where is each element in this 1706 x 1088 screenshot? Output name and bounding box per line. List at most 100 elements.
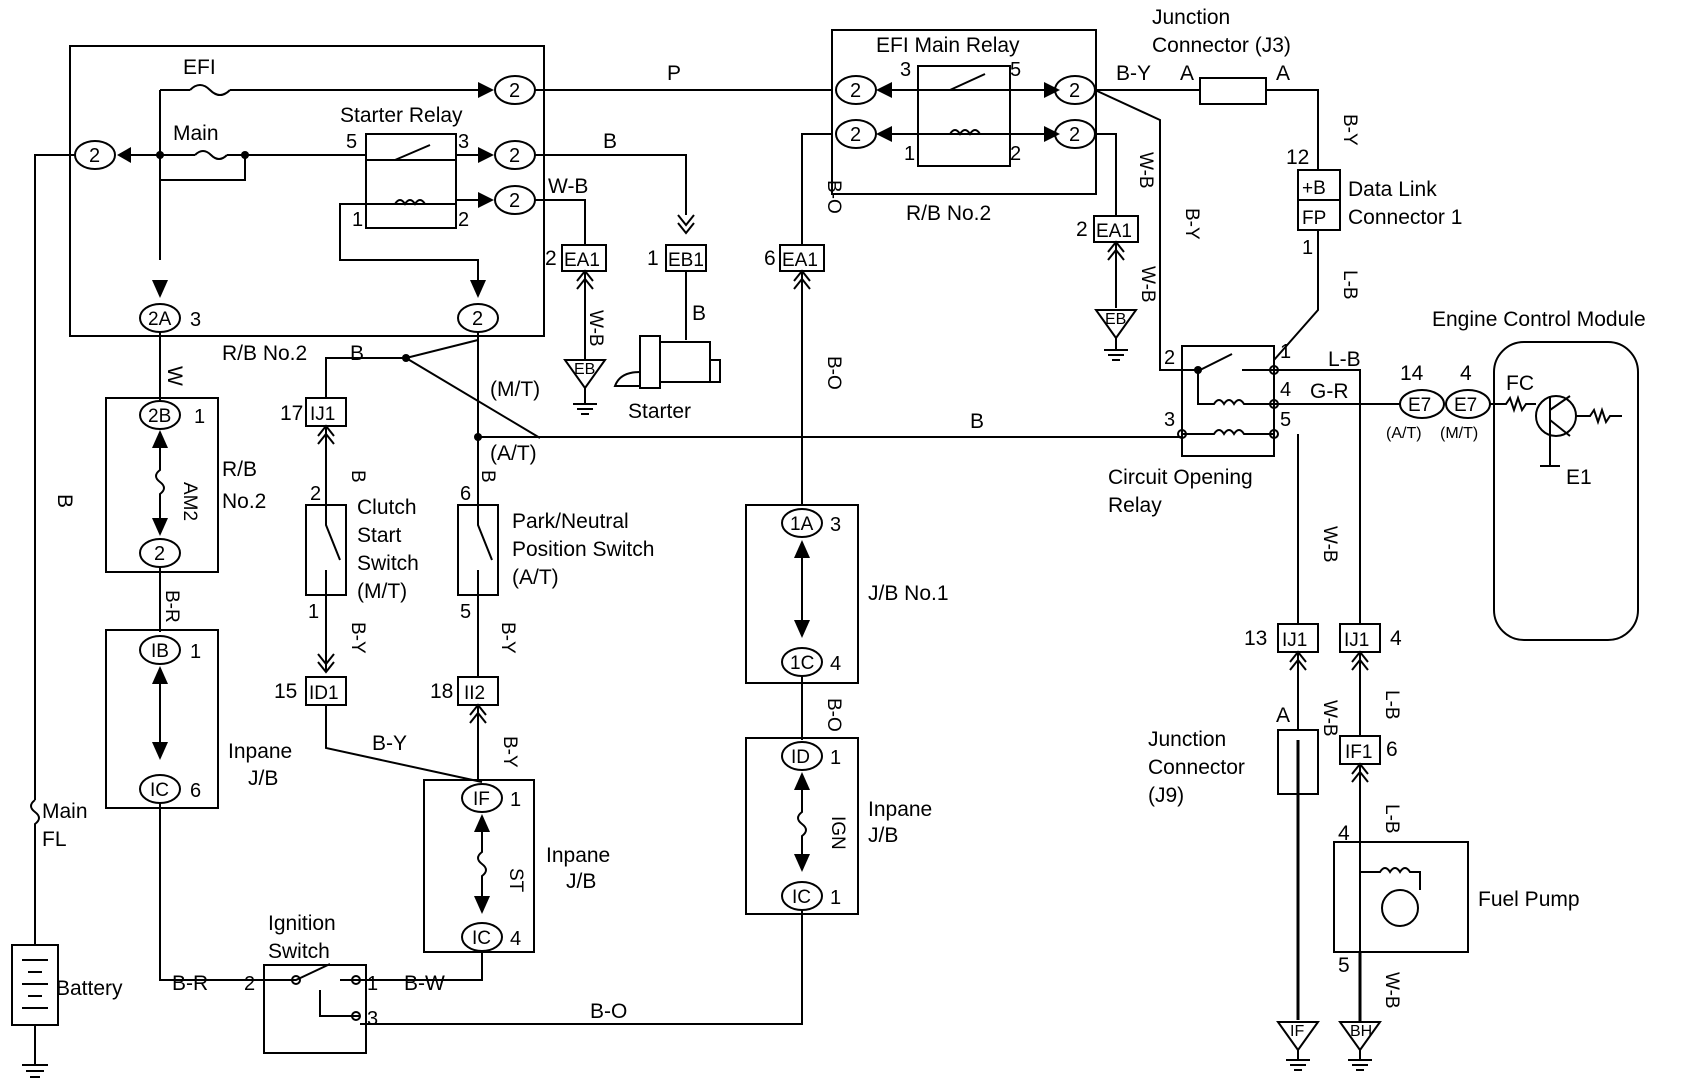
svg-text:EB: EB [574, 361, 595, 378]
svg-text:IF: IF [1290, 1023, 1304, 1040]
svg-text:ID: ID [791, 747, 810, 768]
svg-text:AM2: AM2 [179, 482, 200, 521]
svg-text:IJ1: IJ1 [310, 404, 335, 425]
svg-text:IC: IC [472, 928, 491, 949]
svg-text:+B: +B [1302, 178, 1326, 199]
svg-text:Connector: Connector [1148, 756, 1245, 779]
svg-text:1: 1 [1280, 341, 1291, 363]
connector-2b [139, 400, 181, 430]
svg-text:B-R: B-R [161, 590, 182, 623]
svg-text:Relay: Relay [1108, 494, 1162, 517]
svg-text:2: 2 [545, 247, 557, 270]
svg-text:FL: FL [42, 828, 67, 851]
starter-label: Starter [628, 400, 691, 423]
efi-main-relay-label: EFI Main Relay [876, 34, 1020, 57]
svg-text:EB1: EB1 [668, 250, 704, 271]
svg-text:A: A [1180, 62, 1194, 85]
svg-text:No.2: No.2 [222, 490, 266, 513]
starter-relay [365, 133, 457, 229]
svg-text:IJ1: IJ1 [1282, 630, 1307, 651]
inpane-jb-st-box [423, 779, 535, 953]
svg-text:2: 2 [850, 80, 861, 102]
svg-text:5: 5 [1338, 954, 1350, 977]
connector-id [781, 741, 823, 771]
svg-text:W-B: W-B [1319, 700, 1340, 737]
svg-text:Junction: Junction [1152, 6, 1230, 29]
svg-text:2: 2 [509, 145, 520, 167]
svg-text:1: 1 [1302, 237, 1313, 259]
main-fuse-label: Main [173, 122, 219, 145]
svg-text:B-Y: B-Y [1116, 62, 1151, 85]
svg-text:EA1: EA1 [1096, 221, 1132, 242]
svg-text:L-B: L-B [1339, 270, 1360, 300]
svg-text:L-B: L-B [1381, 690, 1402, 720]
svg-text:(A/T): (A/T) [1386, 425, 1422, 442]
svg-text:B: B [970, 410, 984, 433]
svg-text:BH: BH [1350, 1023, 1372, 1040]
svg-text:4: 4 [1338, 822, 1350, 845]
svg-text:W-B: W-B [548, 175, 588, 198]
inpane-jb-left-box [105, 629, 219, 809]
svg-text:(M/T): (M/T) [357, 580, 407, 603]
fuel-pump [1333, 841, 1469, 953]
svg-text:(M/T): (M/T) [1440, 425, 1478, 442]
svg-text:4: 4 [510, 928, 521, 950]
svg-text:L-B: L-B [1328, 348, 1361, 371]
svg-text:B-Y: B-Y [372, 732, 407, 755]
svg-text:B-R: B-R [172, 972, 208, 995]
svg-text:W-B: W-B [1381, 972, 1402, 1009]
efi-main-relay-box [831, 29, 1097, 195]
connector-if [461, 783, 503, 813]
svg-text:1: 1 [308, 601, 319, 623]
svg-text:Inpane: Inpane [868, 798, 932, 821]
svg-text:5: 5 [346, 131, 357, 153]
svg-text:2: 2 [1164, 347, 1175, 369]
svg-text:B: B [477, 470, 498, 483]
svg-text:1: 1 [830, 887, 841, 909]
svg-text:6: 6 [764, 247, 776, 270]
svg-text:2: 2 [89, 145, 100, 167]
svg-text:2: 2 [509, 80, 520, 102]
svg-text:2B: 2B [148, 406, 171, 427]
svg-text:P: P [667, 62, 681, 85]
starter-motor [613, 335, 721, 389]
svg-text:2: 2 [458, 209, 469, 231]
svg-text:Main: Main [42, 800, 88, 823]
svg-text:2: 2 [1069, 124, 1080, 146]
engine-control-module [1493, 341, 1639, 641]
svg-text:2: 2 [1010, 143, 1021, 165]
battery-label: Battery [56, 977, 123, 1000]
svg-text:J/B: J/B [868, 824, 898, 847]
svg-text:B-Y: B-Y [347, 622, 368, 654]
rb-no2-am2-box [105, 397, 219, 573]
svg-text:B: B [350, 342, 364, 365]
svg-text:5: 5 [1010, 59, 1021, 81]
svg-text:(A/T): (A/T) [512, 566, 559, 589]
svg-text:Start: Start [357, 524, 402, 547]
svg-text:2A: 2A [148, 309, 172, 330]
svg-text:2: 2 [1076, 218, 1088, 241]
svg-text:1: 1 [190, 641, 201, 663]
svg-text:Data Link: Data Link [1348, 178, 1437, 201]
efi-fuse [160, 84, 478, 96]
svg-text:Park/Neutral: Park/Neutral [512, 510, 629, 533]
svg-text:B: B [53, 494, 76, 508]
svg-text:1A: 1A [790, 514, 814, 535]
svg-text:II2: II2 [464, 683, 485, 704]
svg-text:14: 14 [1400, 362, 1424, 385]
efi-fuse-label: EFI [183, 56, 216, 79]
svg-text:Fuel Pump: Fuel Pump [1478, 888, 1580, 911]
svg-text:B-Y: B-Y [497, 622, 518, 654]
svg-text:3: 3 [190, 309, 201, 331]
svg-text:A: A [1276, 62, 1290, 85]
svg-text:EA1: EA1 [782, 250, 818, 271]
svg-text:J/B: J/B [566, 870, 596, 893]
svg-text:J/B No.1: J/B No.1 [868, 582, 949, 605]
svg-text:ST: ST [505, 868, 526, 893]
svg-text:Circuit Opening: Circuit Opening [1108, 466, 1253, 489]
svg-text:4: 4 [830, 653, 841, 675]
svg-text:1C: 1C [790, 653, 814, 674]
svg-text:ID1: ID1 [309, 683, 339, 704]
svg-text:W-B: W-B [1319, 526, 1340, 563]
svg-text:B-O: B-O [590, 1000, 627, 1023]
